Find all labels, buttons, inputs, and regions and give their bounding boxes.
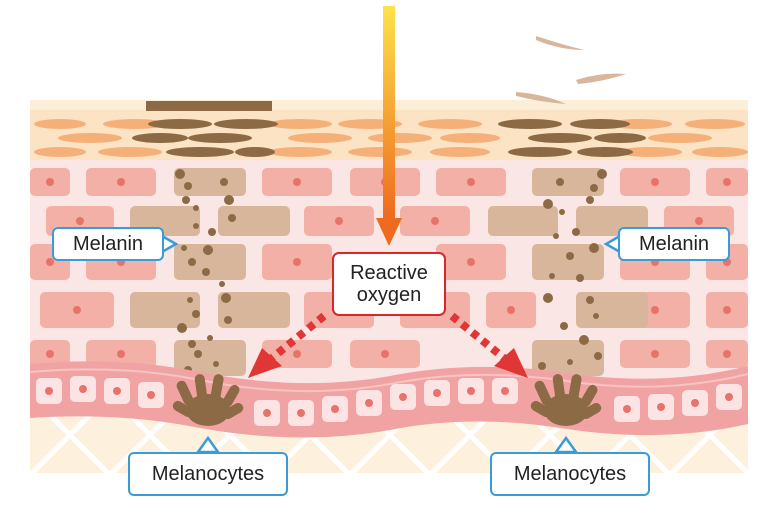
melanin-granules-right [538, 169, 607, 370]
skin-flake-icon [516, 36, 626, 104]
melanin-cells-right [488, 168, 648, 376]
melanocytes-label-left: Melanocytes [128, 452, 288, 496]
melanin-label-right: Melanin [618, 227, 730, 261]
uv-ray-arrow [376, 6, 402, 246]
melanocytes-label-right-text: Melanocytes [513, 463, 627, 485]
reactive-oxygen-line1: Reactive [350, 262, 428, 284]
reactive-oxygen-line2: oxygen [356, 284, 422, 306]
melanocytes-label-left-text: Melanocytes [151, 463, 265, 485]
melanocyte-right-icon [530, 374, 602, 426]
reactive-oxygen-arrow-right [449, 312, 528, 378]
melanin-label-left-text: Melanin [72, 233, 144, 255]
reactive-oxygen-arrow-left [248, 312, 327, 378]
melanocyte-left-icon [172, 374, 244, 426]
melanin-label-left: Melanin [52, 227, 164, 261]
melanocytes-label-right: Melanocytes [490, 452, 650, 496]
melanin-granules-left [175, 169, 236, 374]
reactive-oxygen-label: Reactive oxygen [332, 252, 446, 316]
melanin-label-right-text: Melanin [638, 233, 710, 255]
